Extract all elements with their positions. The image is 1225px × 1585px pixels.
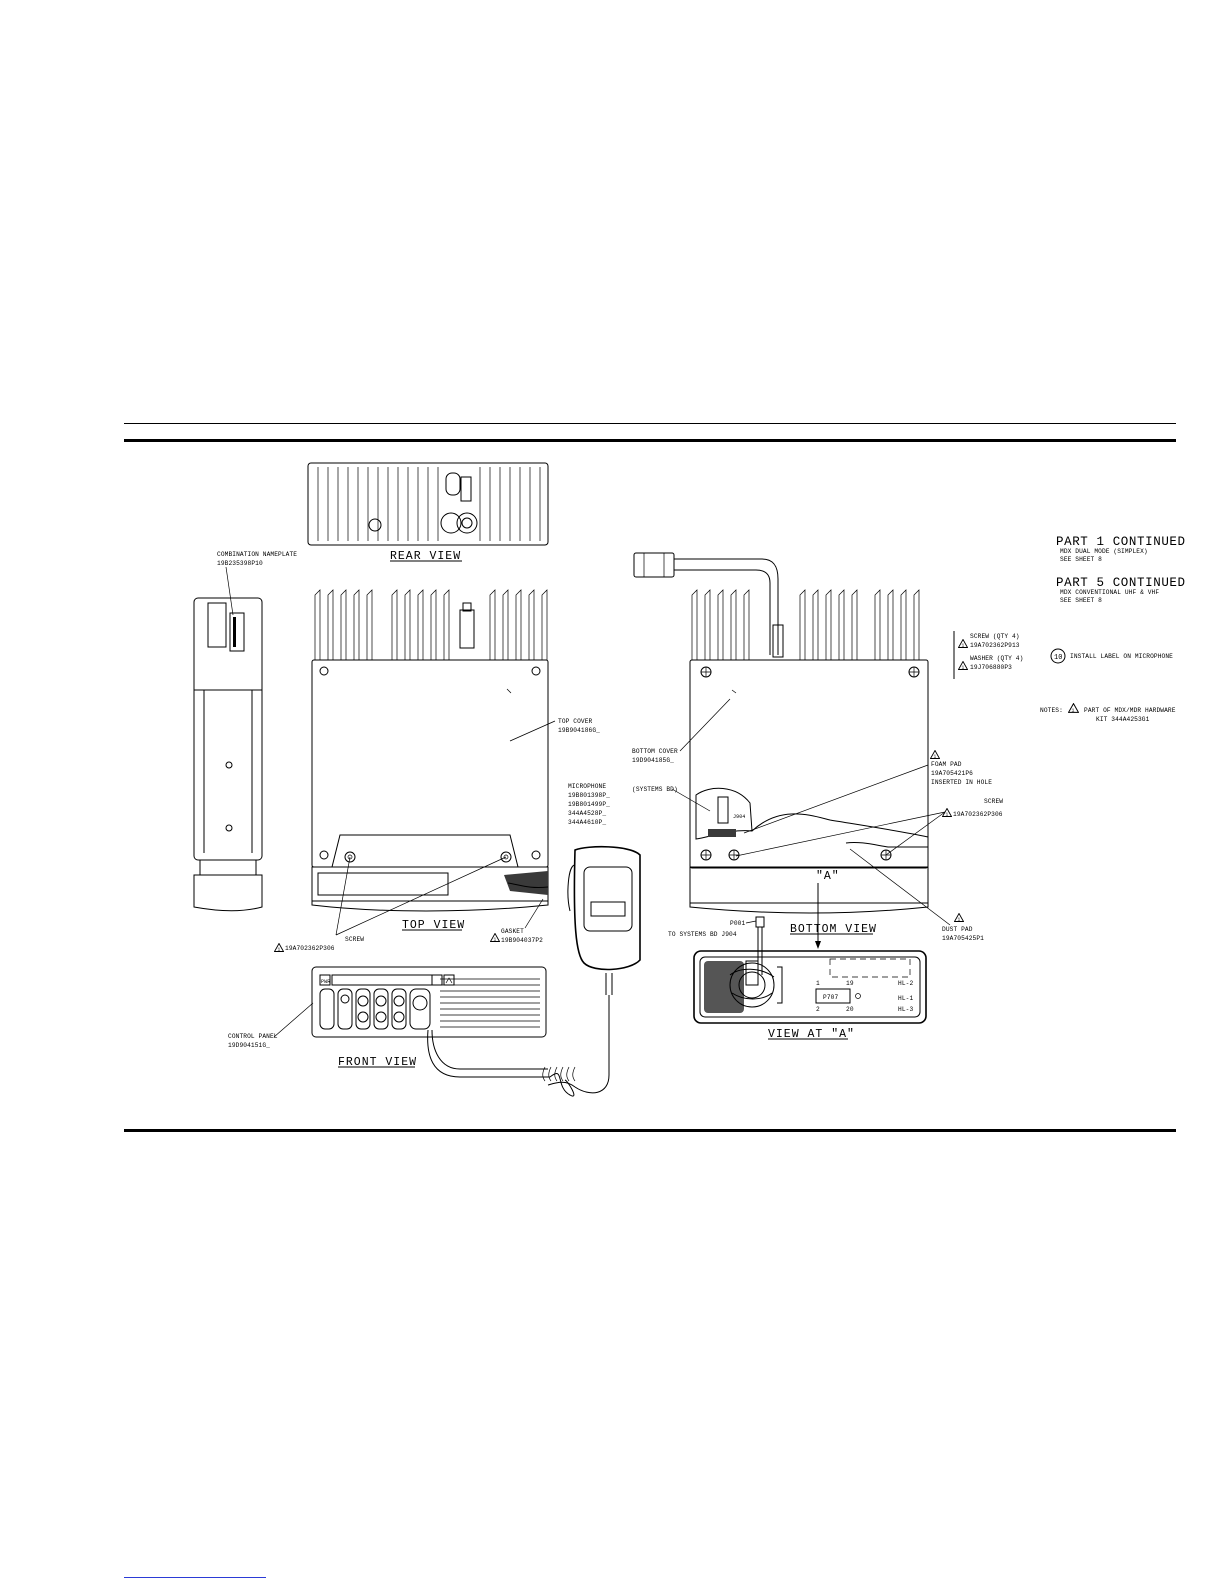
view-at-a-title: VIEW AT "A" [768, 1028, 855, 1041]
bottom-cover-label: BOTTOM COVER [632, 748, 678, 755]
screw-part-top: 19A702362P306 [285, 945, 335, 952]
part1-title: PART 1 CONTINUED [1056, 535, 1186, 549]
p001-label: P001 [730, 920, 745, 927]
rear-view-title: REAR VIEW [390, 550, 461, 563]
rear-view: REAR VIEW [307, 462, 549, 563]
part1-line1: MDX DUAL MODE (SIMPLEX) [1060, 548, 1148, 555]
dust-pad-label: DUST PAD [942, 926, 973, 933]
gasket-part: 19B904037P2 [501, 937, 543, 944]
microphone-part-2: 19B801499P_ [568, 801, 610, 808]
part5-line1: MDX CONVENTIONAL UHF & VHF [1060, 589, 1159, 596]
svg-text:1: 1 [816, 980, 820, 987]
systems-bd-label: (SYSTEMS BD) [632, 786, 678, 793]
screw-label-bottom: SCREW [984, 798, 1003, 805]
svg-text:1: 1 [962, 665, 965, 671]
screw-label-top: SCREW [345, 936, 364, 943]
bottom-cover-part: 19D904185G_ [632, 757, 674, 764]
microphone-label: MICROPHONE [568, 783, 606, 790]
svg-text:20: 20 [846, 1006, 854, 1013]
foam-pad-part: 19A705421P6 [931, 770, 973, 777]
svg-text:1: 1 [1072, 708, 1075, 714]
part1-line2: SEE SHEET 8 [1060, 556, 1102, 563]
install-text: INSTALL LABEL ON MICROPHONE [1070, 653, 1173, 660]
svg-text:PWR: PWR [321, 979, 330, 985]
svg-text:1: 1 [494, 937, 497, 943]
notes-line2: KIT 344A4253G1 [1096, 716, 1150, 723]
notes-label: NOTES: [1040, 707, 1063, 714]
foam-pad-note: INSERTED IN HOLE [931, 779, 992, 786]
svg-text:1: 1 [278, 947, 281, 953]
screw-qty-part: 19A702362P913 [970, 642, 1020, 649]
microphone: MICROPHONE 19B801398P_ 19B801499P_ 344A4… [427, 783, 641, 1097]
svg-text:HL-2: HL-2 [898, 980, 913, 987]
svg-text:1: 1 [962, 643, 965, 649]
svg-text:1: 1 [958, 917, 961, 923]
side-view: COMBINATION NAMEPLATE 19B235398P10 [193, 551, 297, 912]
footer-rule-thick [124, 1129, 1176, 1132]
microphone-part-1: 19B801398P_ [568, 792, 610, 799]
screw-part-bottom: 19A702362P306 [953, 811, 1003, 818]
footer-link-underline[interactable] [124, 1577, 266, 1578]
radio-assembly-drawing: REAR VIEW COMBINATION NAMEPLATE 19B23539… [193, 462, 1186, 1097]
bottom-view-title: BOTTOM VIEW [790, 923, 877, 936]
dust-pad-part: 19A705425P1 [942, 935, 984, 942]
part5-title: PART 5 CONTINUED [1056, 576, 1186, 590]
svg-text:J904: J904 [733, 814, 745, 820]
control-panel-part: 19D904151G_ [228, 1042, 270, 1049]
foam-pad-label: FOAM PAD [931, 761, 962, 768]
svg-text:2: 2 [816, 1006, 820, 1013]
front-view-title: FRONT VIEW [338, 1056, 417, 1069]
washer-qty-label: WASHER (QTY 4) [970, 655, 1023, 662]
microphone-part-3: 344A4528P_ [568, 810, 606, 817]
screw-qty-label: SCREW (QTY 4) [970, 633, 1020, 640]
microphone-part-4: 344A4610P_ [568, 819, 606, 826]
control-panel-label: CONTROL PANEL [228, 1033, 278, 1040]
nameplate-part: 19B235398P10 [217, 560, 263, 567]
top-view-title: TOP VIEW [402, 919, 465, 932]
header-rule-thin [124, 423, 1176, 424]
gasket-label: GASKET [501, 928, 524, 935]
header-rule-thick [124, 439, 1176, 442]
part5-line2: SEE SHEET 8 [1060, 597, 1102, 604]
notes-panel: PART 1 CONTINUED MDX DUAL MODE (SIMPLEX)… [953, 535, 1186, 723]
top-view: TOP COVER 19B904186G_ TOP VIEW SCREW 1 1… [274, 589, 600, 953]
front-view: PWR CONTROL PANEL 19D904151G_ FRONT VIEW [228, 966, 547, 1069]
install-number: 10 [1054, 654, 1063, 662]
p001-note: TO SYSTEMS BD J904 [668, 931, 737, 938]
a-marker: "A" [816, 870, 840, 883]
top-cover-label: TOP COVER [558, 718, 593, 725]
svg-text:HL-3: HL-3 [898, 1006, 913, 1013]
bottom-view: J904 BOTTOM COVER 19D904185G_ (SYSTEMS B… [632, 552, 1003, 949]
svg-text:HL-1: HL-1 [898, 995, 913, 1002]
p707-label: P707 [823, 994, 838, 1001]
notes-line1: PART OF MDX/MDR HARDWARE [1084, 707, 1176, 714]
washer-qty-part: 19J706880P3 [970, 664, 1012, 671]
top-cover-part: 19B904186G_ [558, 727, 600, 734]
svg-text:1: 1 [946, 812, 949, 818]
svg-text:19: 19 [846, 980, 854, 987]
nameplate-label: COMBINATION NAMEPLATE [217, 551, 297, 558]
svg-text:1: 1 [934, 754, 937, 760]
view-at-a: P707 1 19 2 20 HL-2 HL-1 HL-3 P001 TO SY… [668, 916, 927, 1041]
